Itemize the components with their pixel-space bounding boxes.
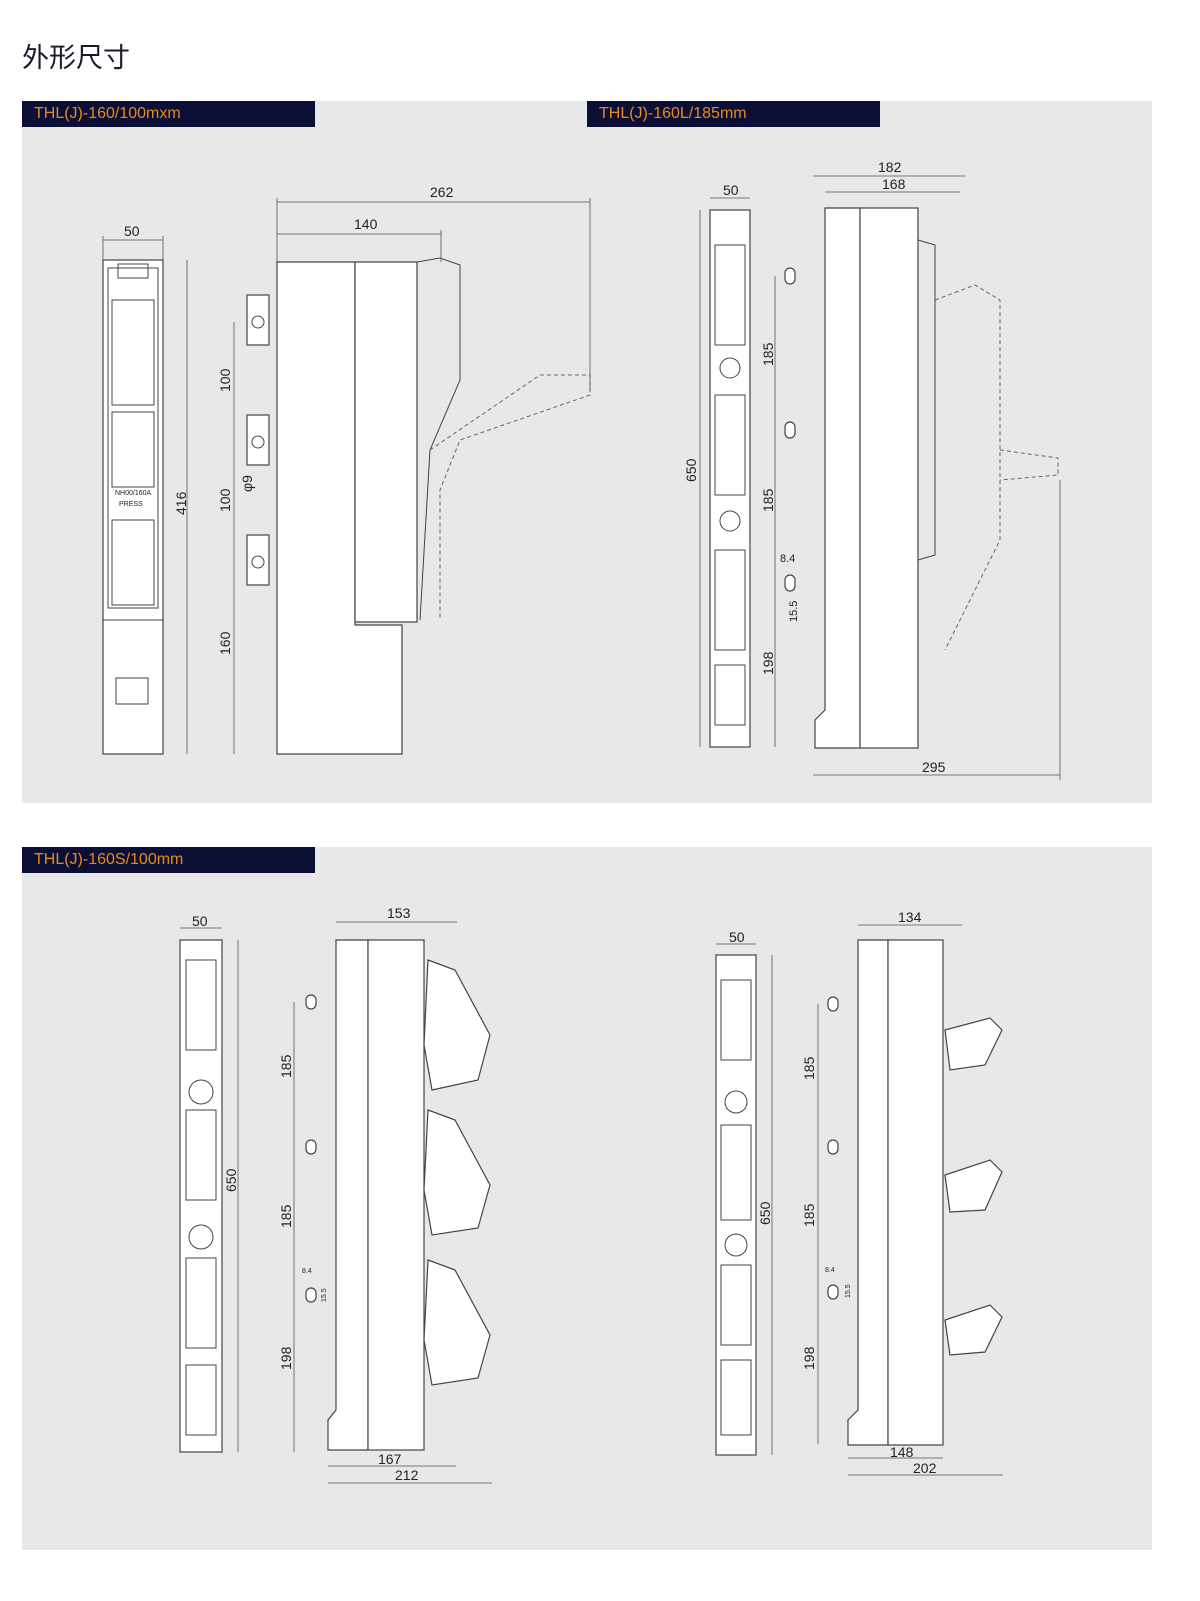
dim-pitch-2: 185: [801, 1203, 817, 1227]
fuse-rating-label: NH00/160A: [115, 490, 152, 497]
dim-height: 416: [173, 491, 189, 515]
drawing-a-side: 100 100 160 φ9 262 140: [217, 184, 591, 755]
dim-open-depth: 295: [922, 759, 946, 775]
dim-width: 50: [124, 223, 140, 239]
model-label-160l: THL(J)-160L/185mm: [587, 101, 880, 127]
dim-depth-top: 134: [898, 909, 922, 925]
panel-top: [22, 101, 1152, 803]
dim-bottom: 160: [217, 631, 233, 655]
dim-depth-top: 153: [387, 905, 411, 921]
dim-slot-width: 8.4: [302, 1268, 312, 1275]
model-label-160s: THL(J)-160S/100mm: [22, 847, 315, 873]
dim-width: 50: [723, 182, 739, 198]
dim-bottom: 198: [760, 651, 776, 675]
dim-slot-height: 15.5: [321, 1288, 328, 1302]
dim-slot-height: 15.5: [788, 601, 800, 622]
dim-width: 50: [192, 913, 208, 929]
dim-pitch-1: 185: [801, 1056, 817, 1080]
dim-bottom: 198: [278, 1346, 294, 1370]
dim-height: 650: [683, 458, 699, 482]
dim-depth-total: 202: [913, 1460, 937, 1476]
drawing-b: 50 650 185 185 198 8.4 15.5 182 168 295: [683, 159, 1061, 780]
model-label-160: THL(J)-160/100mxm: [22, 101, 315, 127]
dim-pitch-1: 100: [217, 368, 233, 392]
dim-pitch-2: 100: [217, 488, 233, 512]
dim-depth-total: 212: [395, 1467, 419, 1483]
drawing-c2: 50 650 185 185 198 8.4 15.5 134 148 202: [715, 909, 1003, 1476]
dim-pitch-2: 185: [278, 1204, 294, 1228]
dim-slot-width: 8.4: [825, 1267, 835, 1274]
dim-depth-body: 140: [354, 216, 378, 232]
dim-height: 650: [757, 1201, 773, 1225]
dim-slot-height: 15.5: [845, 1284, 852, 1298]
dim-height: 650: [223, 1168, 239, 1192]
dim-depth-total: 262: [430, 184, 454, 200]
dim-pitch-1: 185: [760, 342, 776, 366]
dim-slot-width: 8.4: [780, 553, 795, 565]
dim-width: 50: [729, 929, 745, 945]
page-title: 外形尺寸: [22, 43, 130, 74]
dim-depth-body: 148: [890, 1444, 914, 1460]
dim-depth-total: 182: [878, 159, 902, 175]
dim-pitch-1: 185: [278, 1054, 294, 1078]
dim-hole: φ9: [239, 475, 255, 492]
drawing-c1: 50 650 185 185 198 8.4 15.5 153 167 212: [179, 905, 492, 1484]
dim-depth-body: 168: [882, 176, 906, 192]
dim-pitch-2: 185: [760, 488, 776, 512]
dim-depth-body: 167: [378, 1451, 402, 1467]
dim-bottom: 198: [801, 1346, 817, 1370]
press-label: PRESS: [119, 501, 143, 508]
drawing-a-front: NH00/160A PRESS 50 416: [102, 223, 189, 755]
